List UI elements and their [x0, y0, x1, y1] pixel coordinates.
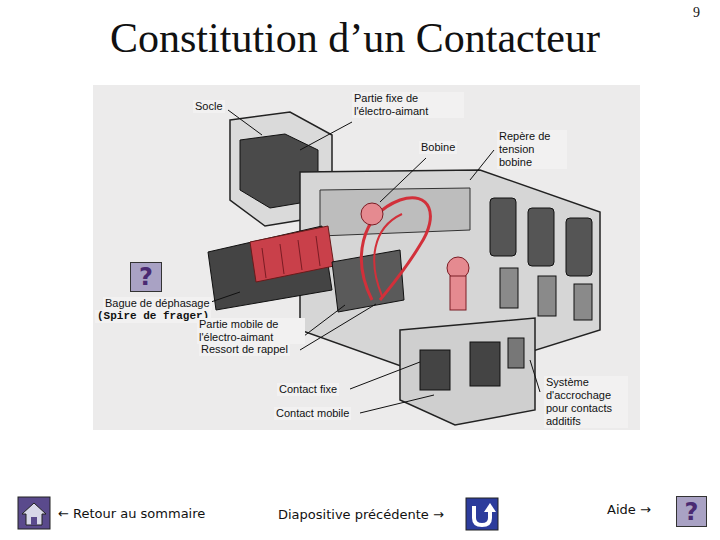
part-name: Ressort de rappel	[199, 343, 290, 356]
help-icon: ?	[676, 496, 707, 527]
page-number: 9	[693, 4, 700, 22]
moving-magnet	[332, 250, 404, 312]
part-name: Partie mobile de l'électro-aimant	[197, 318, 305, 344]
coil	[250, 226, 334, 282]
nav-link: Diapositive précédente →	[278, 506, 444, 523]
part-name: Contact fixe	[277, 383, 339, 396]
nav-link: ← Retour au sommaire	[58, 505, 205, 522]
home-icon	[18, 497, 50, 529]
help-mark: ?	[139, 265, 153, 289]
contact-block	[490, 198, 516, 256]
part-name: Socle	[193, 100, 225, 113]
help-mark: ?	[685, 500, 699, 524]
part-name: Bague de déphasage	[103, 297, 212, 310]
slide-title: Constitution d’un Contacteur	[0, 14, 710, 62]
back-icon	[466, 498, 498, 530]
part-name: Système d'accrochage pour contacts addit…	[544, 376, 628, 428]
housing-panel	[320, 188, 470, 236]
part-name: Contact mobile	[274, 407, 351, 420]
screw	[361, 203, 383, 225]
part-name: Bobine	[419, 141, 457, 154]
bottom-block	[400, 318, 535, 425]
leader-lines	[208, 110, 540, 413]
picture-ground	[93, 85, 640, 430]
return-spring	[361, 198, 430, 300]
part-name: Partie fixe de l'électro-aimant	[352, 92, 464, 118]
help-icon: ?	[130, 262, 162, 292]
part-name: Repère de tension bobine	[497, 130, 567, 169]
nav-link: Aide →	[607, 501, 651, 518]
part-name: (Spire de frager)	[95, 310, 211, 323]
